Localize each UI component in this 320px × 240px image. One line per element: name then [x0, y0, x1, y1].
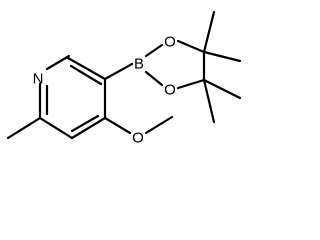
bond-methyl-top-up: [202, 10, 216, 54]
atom-label-oxygen-top: O: [164, 34, 176, 51]
atom-label-boron: B: [134, 56, 144, 73]
bond-n-c-upper: [45, 54, 71, 71]
bond-ring-bottom-right: [70, 116, 107, 140]
atom-label-oxygen-bottom: O: [164, 82, 176, 99]
atom-label-oxygen-methoxy: O: [132, 130, 144, 147]
bond-methyl-bottom-right: [202, 78, 242, 100]
bond-ring-top-outer: [66, 56, 107, 81]
bond-o-ch3-methoxy: [144, 115, 174, 135]
bond-c-o-methoxy: [103, 116, 132, 135]
bond-ring-boron: [103, 62, 134, 81]
bond-ring-top-inner: [69, 64, 103, 86]
atom-label-nitrogen: N: [33, 71, 44, 88]
bond-o-top-c: [176, 39, 206, 54]
bond-ring-bottom-left: [38, 116, 74, 140]
bond-ring-bottom-right-inner: [70, 114, 100, 133]
bond-methyl: [6, 116, 42, 140]
bond-b-o-top: [144, 43, 164, 58]
bond-methyl-bottom-down: [202, 78, 216, 124]
chemical-structure-diagram: N O B O O: [6, 10, 242, 147]
bond-b-o-bottom: [144, 70, 164, 87]
bond-methyl-top-right: [202, 50, 242, 63]
bond-o-bottom-c: [176, 78, 206, 90]
